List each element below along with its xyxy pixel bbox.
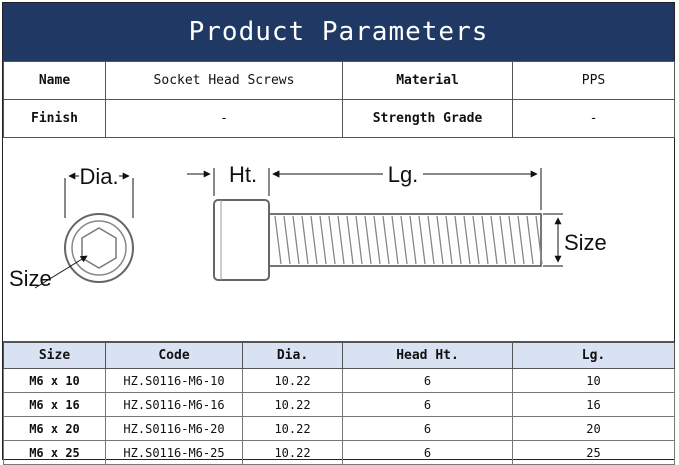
screw-head-top-view — [64, 213, 134, 283]
lg-cell: 16 — [512, 392, 675, 417]
column-header-dia: Dia. — [242, 342, 343, 369]
dia-label: Dia. — [79, 164, 118, 189]
head-outer-circle — [64, 213, 134, 283]
page-title: Product Parameters — [3, 3, 674, 61]
thread-line — [310, 215, 318, 265]
screw-threads — [274, 215, 543, 265]
screw-technical-drawing: Dia. Size Ht. Lg. Size — [3, 137, 674, 342]
code-cell: HZ.S0116-M6-20 — [105, 416, 243, 441]
table-row: M6 x 16 HZ.S0116-M6-16 10.22 6 16 — [3, 392, 675, 417]
code-cell: HZ.S0116-M6-25 — [105, 440, 243, 465]
dia-cell: 10.22 — [242, 368, 343, 393]
finish-label: Finish — [3, 99, 106, 138]
thread-line — [508, 215, 516, 265]
thread-line — [274, 215, 282, 265]
head-ht-cell: 6 — [342, 440, 513, 465]
head-ht-cell: 6 — [342, 416, 513, 441]
code-cell: HZ.S0116-M6-10 — [105, 368, 243, 393]
thread-line — [355, 215, 363, 265]
table-row: M6 x 20 HZ.S0116-M6-20 10.22 6 20 — [3, 416, 675, 441]
screw-side-view — [213, 199, 543, 281]
lg-cell: 25 — [512, 440, 675, 465]
name-label: Name — [3, 61, 106, 100]
screw-shank-profile — [268, 213, 542, 267]
size-cell: M6 x 20 — [3, 416, 106, 441]
size-cell: M6 x 25 — [3, 440, 106, 465]
sizes-table: Size Code Dia. Head Ht. Lg. M6 x 10 HZ.S… — [3, 342, 675, 465]
thread-line — [364, 215, 372, 265]
material-label: Material — [342, 61, 513, 100]
name-value: Socket Head Screws — [105, 61, 343, 100]
lg-cell: 10 — [512, 368, 675, 393]
thread-line — [373, 215, 381, 265]
hex-socket-icon — [81, 227, 117, 269]
head-size-leader — [34, 255, 88, 289]
thread-line — [472, 215, 480, 265]
thread-line — [319, 215, 327, 265]
thread-line — [346, 215, 354, 265]
thread-line — [481, 215, 489, 265]
table-row: M6 x 25 HZ.S0116-M6-25 10.22 6 25 — [3, 440, 675, 465]
column-header-code: Code — [105, 342, 243, 369]
thread-line — [535, 215, 543, 265]
thread-line — [292, 215, 300, 265]
strength-grade-value: - — [512, 99, 675, 138]
size-cell: M6 x 10 — [3, 368, 106, 393]
thread-line — [418, 215, 426, 265]
thread-line — [337, 215, 345, 265]
thread-line — [526, 215, 534, 265]
thread-line — [400, 215, 408, 265]
column-header-lg: Lg. — [512, 342, 675, 369]
parameters-row-finish: Finish - Strength Grade - — [3, 99, 675, 138]
dia-cell: 10.22 — [242, 392, 343, 417]
thread-line — [283, 215, 291, 265]
parameters-table: Name Socket Head Screws Material PPS Fin… — [3, 61, 675, 138]
parameters-row-name: Name Socket Head Screws Material PPS — [3, 61, 675, 100]
thread-line — [391, 215, 399, 265]
material-value: PPS — [512, 61, 675, 100]
thread-line — [328, 215, 336, 265]
screw-drawing-svg: Dia. Size Ht. Lg. Size — [9, 160, 607, 291]
head-size-label: Size — [9, 266, 52, 291]
thread-line — [301, 215, 309, 265]
screw-head-profile — [213, 199, 270, 281]
thread-line — [436, 215, 444, 265]
finish-value: - — [105, 99, 343, 138]
code-cell: HZ.S0116-M6-16 — [105, 392, 243, 417]
sizes-table-header: Size Code Dia. Head Ht. Lg. — [3, 342, 675, 369]
thread-line — [490, 215, 498, 265]
table-row: M6 x 10 HZ.S0116-M6-10 10.22 6 10 — [3, 368, 675, 393]
column-header-size: Size — [3, 342, 106, 369]
thread-line — [445, 215, 453, 265]
dia-cell: 10.22 — [242, 416, 343, 441]
thread-line — [454, 215, 462, 265]
strength-grade-label: Strength Grade — [342, 99, 513, 138]
dia-cell: 10.22 — [242, 440, 343, 465]
thread-line — [517, 215, 525, 265]
thread-line — [409, 215, 417, 265]
lg-label: Lg. — [388, 162, 419, 187]
head-inner-circle — [71, 220, 127, 276]
thread-line — [382, 215, 390, 265]
thread-line — [463, 215, 471, 265]
head-ht-cell: 6 — [342, 392, 513, 417]
head-ht-cell: 6 — [342, 368, 513, 393]
lg-cell: 20 — [512, 416, 675, 441]
size-cell: M6 x 16 — [3, 392, 106, 417]
ht-label: Ht. — [229, 162, 257, 187]
thread-line — [499, 215, 507, 265]
thread-line — [427, 215, 435, 265]
column-header-head-ht: Head Ht. — [342, 342, 513, 369]
side-size-label: Size — [564, 230, 607, 255]
